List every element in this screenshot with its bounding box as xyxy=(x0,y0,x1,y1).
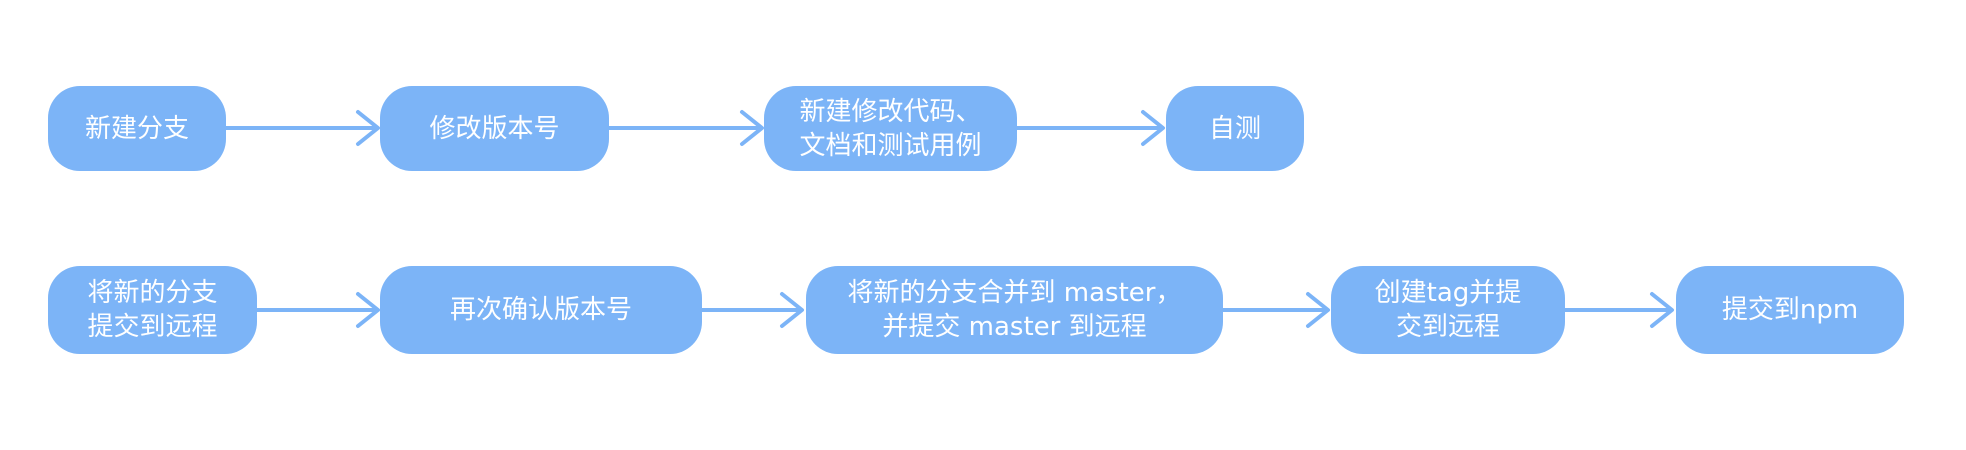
node-label: 再次确认版本号 xyxy=(449,295,632,325)
node-publish-npm: 提交到npm xyxy=(1676,266,1904,354)
node-label-line-1: 将新的分支合并到 master， xyxy=(847,278,1182,308)
node-confirm-version: 再次确认版本号 xyxy=(380,266,702,354)
node-edit-version: 修改版本号 xyxy=(380,86,609,171)
node-new-code-docs-tests: 新建修改代码、 文档和测试用例 xyxy=(764,86,1017,171)
arrow-head-n1-n2 xyxy=(356,110,380,146)
node-new-branch: 新建分支 xyxy=(48,86,226,171)
node-label-line-1: 新建修改代码、 xyxy=(799,96,982,127)
node-label-line-2: 提交到远程 xyxy=(87,312,218,342)
node-create-tag: 创建tag并提 交到远程 xyxy=(1331,266,1565,354)
node-self-test: 自测 xyxy=(1166,86,1304,171)
arrow-head-m2-m3 xyxy=(780,292,804,328)
node-label: 新建分支 xyxy=(84,113,189,144)
arrow-head-n3-n4 xyxy=(1141,110,1165,146)
node-label-line-1: 创建tag并提 xyxy=(1374,278,1522,308)
node-label: 自测 xyxy=(1208,113,1261,144)
node-label: 提交到npm xyxy=(1721,295,1859,325)
arrow-head-m1-m2 xyxy=(356,292,380,328)
arrow-head-m3-m4 xyxy=(1306,292,1330,328)
node-label-line-2: 文档和测试用例 xyxy=(799,130,982,161)
node-label: 修改版本号 xyxy=(429,113,560,144)
node-label-line-2: 并提交 master 到远程 xyxy=(882,312,1147,342)
node-label-line-1: 将新的分支 xyxy=(87,278,218,308)
node-merge-to-master: 将新的分支合并到 master， 并提交 master 到远程 xyxy=(806,266,1223,354)
arrow-head-n2-n3 xyxy=(740,110,764,146)
node-label-line-2: 交到远程 xyxy=(1395,312,1500,342)
node-push-new-branch: 将新的分支 提交到远程 xyxy=(48,266,257,354)
arrow-head-m4-m5 xyxy=(1650,292,1674,328)
